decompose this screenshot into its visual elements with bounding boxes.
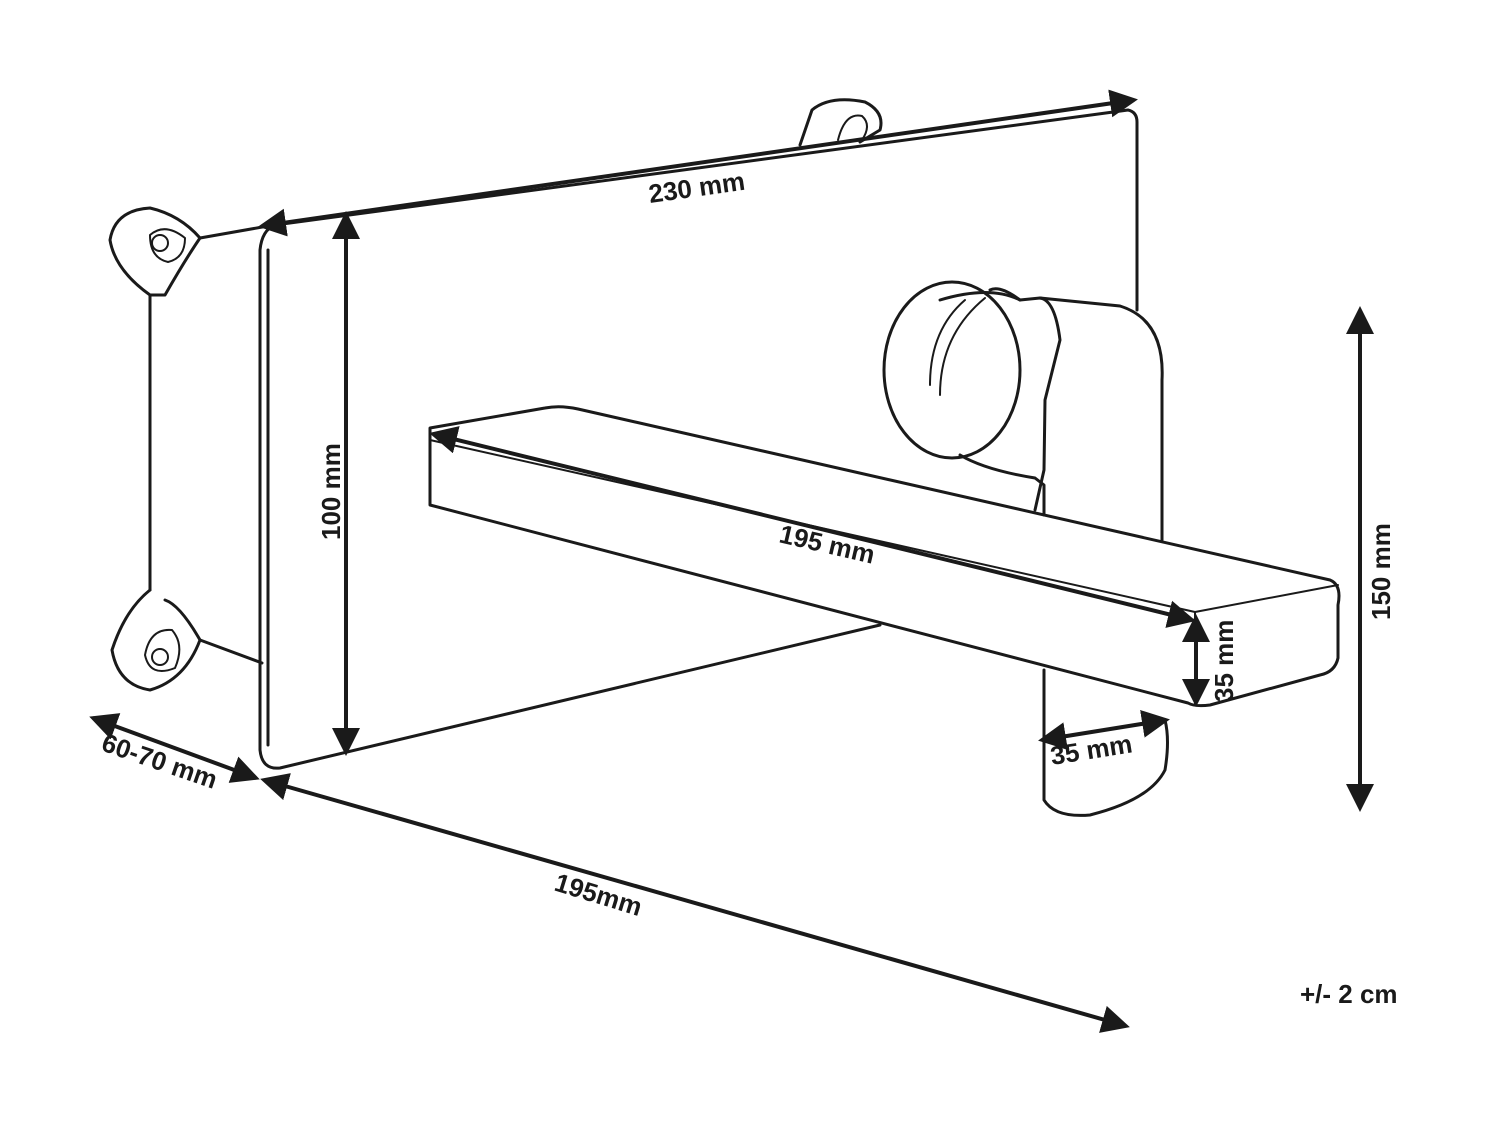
tolerance-note: +/- 2 cm [1300,979,1398,1009]
label-handle-width: 35 mm [1048,728,1134,771]
label-panel-height: 100 mm [316,443,346,540]
dim-line-projection [260,773,1130,1033]
label-spout-height: 35 mm [1209,620,1239,702]
label-total-height: 150 mm [1366,523,1396,620]
dim-line-handle-width [1038,710,1170,750]
mounting-ear-top [108,206,202,297]
spout [428,405,1341,708]
label-spout-length: 195 mm [777,519,878,570]
dim-line-box-depth [89,713,260,783]
dim-line-panel-width [258,89,1138,237]
label-box-depth: 60-70 mm [98,727,221,794]
mounting-ear-bottom [110,588,202,692]
dim-line-spout-length [429,426,1196,628]
